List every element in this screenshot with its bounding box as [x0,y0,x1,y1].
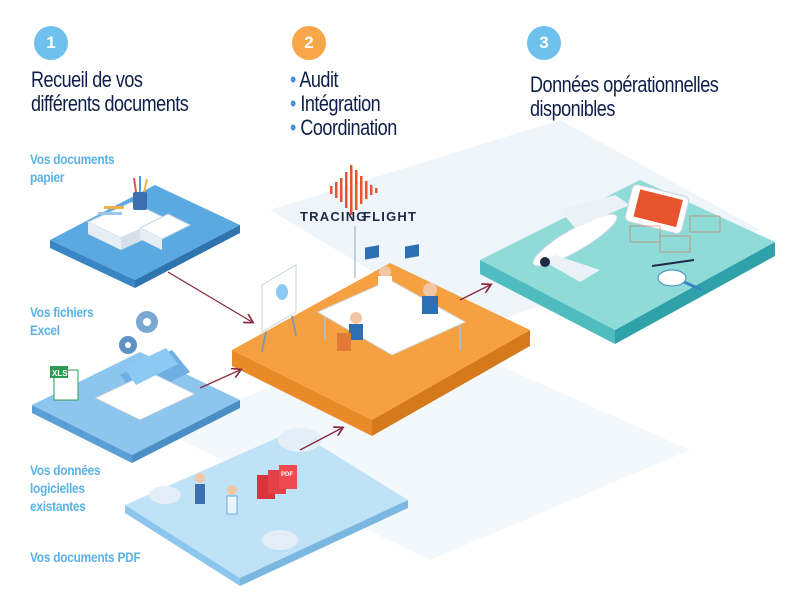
flow-arrows [167,271,490,451]
source-label-software-line-3: existantes [30,498,86,514]
source-label-excel-line-1: Vos fichiers [30,304,94,320]
step-3-badge: 3 [527,26,561,60]
step-2-item-audit: Audit [290,68,397,92]
step-1-title: Recueil de vos différents documents [31,67,189,116]
paper-stack-icon [86,201,192,250]
step-2-list: Audit Intégration Coordination [290,68,397,140]
pencil-cup-icon [133,176,148,210]
source-label-paper-line-2: papier [30,169,65,185]
data-platform [480,180,775,344]
arrow-excel-to-audit [199,370,240,389]
source-label-excel-line-2: Excel [30,322,60,338]
source-label-paper: Vos documents papier [30,150,115,186]
cloud-icon [278,428,322,452]
source-label-software-line-1: Vos données [30,462,101,478]
airplane-icon [532,195,630,282]
laptop-icon [93,348,197,421]
source-label-excel: Vos fichiers Excel [30,303,94,339]
people-icon [195,473,238,515]
source-label-pdf: Vos documents PDF [30,548,141,566]
source-label-software-line-2: logicielles [30,480,85,496]
gear-icon [119,311,158,354]
excel-file-icon: XLS [50,366,79,401]
phone-app-icon [624,184,690,234]
audit-platform [232,244,530,436]
step-2-item-coordination: Coordination [290,116,397,140]
team-people-icon [337,266,438,351]
excel-platform: XLS [32,311,240,463]
step-1-title-line-2: différents documents [31,91,189,116]
cloud-icon [149,486,181,504]
soundwave-icon [330,165,378,215]
step-2-badge: 2 [292,26,326,60]
paper-platform [50,176,240,288]
step-1-title-line-1: Recueil de vos [31,67,143,92]
arrow-paper-to-audit [167,271,252,322]
cloud-icon [262,530,298,550]
source-label-software: Vos données logicielles existantes [30,461,101,515]
meeting-table-icon [316,244,467,356]
step-3-title: Données opérationnelles disponibles [530,72,719,121]
pdf-files-icon: PDF [257,465,297,499]
logo-text-primary: TRACING [300,209,368,224]
arrow-audit-to-data [459,285,490,301]
pdf-platform: PDF [125,428,408,586]
arrow-pdf-to-audit [299,428,342,451]
network-lines [629,215,721,253]
whiteboard-icon [261,264,297,353]
source-label-paper-line-1: Vos documents [30,151,115,167]
source-label-pdf-line-1: Vos documents PDF [30,549,141,565]
tracing-flight-logo: TRACING FLIGHT [300,165,417,278]
helicopter-icon [651,259,703,292]
svg-text:PDF: PDF [281,472,293,478]
logo-text-secondary: FLIGHT [363,209,417,224]
step-3-title-line-2: disponibles [530,96,615,121]
step-2-item-integration: Intégration [290,92,397,116]
step-1-badge: 1 [34,26,68,60]
svg-text:XLS: XLS [52,369,68,378]
step-3-title-line-1: Données opérationnelles [530,72,719,97]
